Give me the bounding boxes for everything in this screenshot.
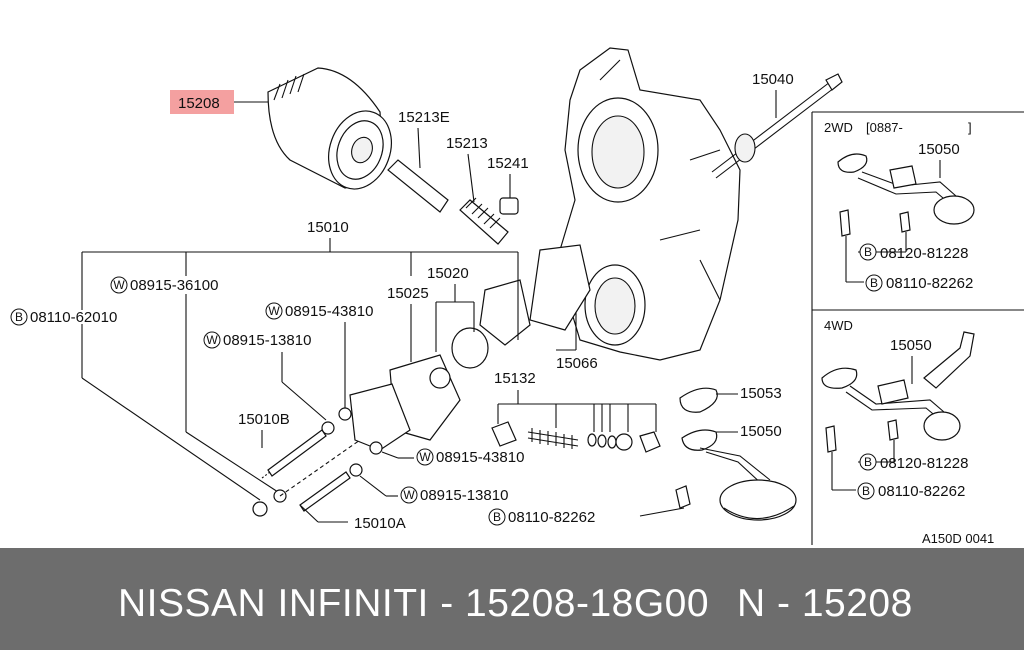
- front-cover-drawing: [559, 47, 741, 361]
- variant-inset: [811, 111, 1024, 545]
- washer-symbol: [400, 486, 418, 504]
- footer-bar: NISSAN INFINITI - 15208-18G00 N - 15208: [0, 548, 1024, 650]
- inset-2wd-range-end: ]: [968, 120, 972, 135]
- svg-text:W: W: [268, 304, 280, 318]
- footer-code: N - 15208: [737, 582, 913, 625]
- label-15010: 15010: [307, 219, 349, 236]
- svg-text:B: B: [864, 455, 872, 469]
- svg-text:W: W: [206, 333, 218, 347]
- inset-4wd-title: 4WD: [824, 318, 853, 333]
- label-15050: 15050: [740, 423, 782, 440]
- inset-4wd-bolt-82262: 08110-82262: [878, 483, 965, 500]
- parts-diagram: 15208 15213E 15213 15241 15040: [10, 47, 1024, 546]
- dipstick-drawing: [711, 73, 843, 179]
- inset-2wd-title: 2WD: [824, 120, 853, 135]
- label-15066: 15066: [556, 355, 598, 372]
- label-08915-13810-upper: 08915-13810: [223, 332, 311, 349]
- svg-text:B: B: [493, 510, 501, 524]
- bolt-symbol: [859, 453, 877, 471]
- highlight-box: [170, 90, 234, 114]
- label-15040: 15040: [752, 71, 794, 88]
- label-15053: 15053: [740, 385, 782, 402]
- label-08915-13810-lower: 08915-13810: [420, 487, 508, 504]
- svg-text:W: W: [403, 488, 415, 502]
- svg-text:W: W: [419, 450, 431, 464]
- bolt-symbol: [859, 243, 877, 261]
- label-15025: 15025: [387, 285, 429, 302]
- label-15010A: 15010A: [354, 515, 406, 532]
- label-08110-82262: 08110-82262: [508, 509, 595, 526]
- bolt-symbol: [10, 308, 28, 326]
- label-15010B: 15010B: [238, 411, 290, 428]
- inset-2wd-bolt-81228: 08120-81228: [880, 245, 968, 262]
- washer-symbol: [416, 448, 434, 466]
- label-15241: 15241: [487, 155, 529, 172]
- diagram-code: A150D 0041: [922, 531, 994, 546]
- label-08915-43810-upper: 08915-43810: [285, 303, 373, 320]
- svg-text:B: B: [15, 310, 23, 324]
- oil-filter-drawing: [267, 67, 392, 190]
- svg-text:W: W: [113, 278, 125, 292]
- inset-2wd-range: [0887-: [866, 120, 903, 135]
- washer-symbol: [110, 276, 128, 294]
- inset-4wd-part: 15050: [890, 337, 932, 354]
- strainer-2wd-drawing: [837, 153, 975, 237]
- label-08110-62010: 08110-62010: [30, 309, 117, 326]
- relief-valve-parts: [491, 421, 661, 453]
- bolt-symbol: [857, 482, 875, 500]
- svg-text:B: B: [870, 276, 878, 290]
- connector-parts: [387, 159, 519, 245]
- label-15132: 15132: [494, 370, 536, 387]
- label-08915-43810-lower: 08915-43810: [436, 449, 524, 466]
- washer-symbol: [265, 302, 283, 320]
- label-15213: 15213: [446, 135, 488, 152]
- inset-4wd-bolt-81228: 08120-81228: [880, 455, 968, 472]
- bolt-symbol: [865, 274, 883, 292]
- label-08915-36100: 08915-36100: [130, 277, 218, 294]
- strainer-4wd-drawing: [821, 331, 975, 453]
- inset-2wd-part: 15050: [918, 141, 960, 158]
- bolt-symbol: [488, 508, 506, 526]
- svg-text:B: B: [864, 245, 872, 259]
- footer-title: NISSAN INFINITI - 15208-18G00: [118, 582, 710, 625]
- svg-text:B: B: [862, 484, 870, 498]
- washer-symbol: [203, 331, 221, 349]
- oil-pump-drawing: [349, 244, 591, 451]
- label-15208[interactable]: 15208: [178, 95, 220, 112]
- label-15213E: 15213E: [398, 109, 450, 126]
- inset-2wd-bolt-82262: 08110-82262: [886, 275, 973, 292]
- label-15020: 15020: [427, 265, 469, 282]
- strainer-drawing: [675, 387, 797, 521]
